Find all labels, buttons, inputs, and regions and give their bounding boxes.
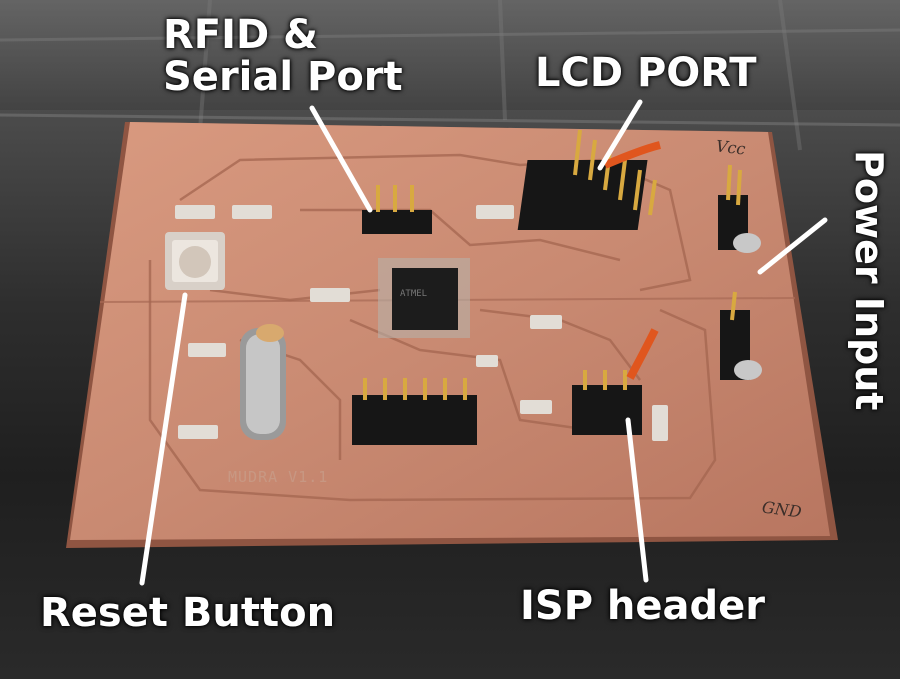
reset-button-label: Reset Button — [40, 590, 336, 636]
vcc-handwritten: Vcc — [715, 136, 747, 159]
bottom-header-part — [352, 378, 477, 445]
svg-text:ATMEL: ATMEL — [400, 289, 427, 299]
pointer-isp — [625, 417, 649, 583]
board-silkscreen: MUDRA V1.1 — [228, 468, 329, 486]
isp-header-label: ISP header — [520, 583, 766, 629]
reset-button-part — [165, 232, 225, 290]
pointer-rfid — [309, 105, 373, 213]
lcd-port-label: LCD PORT — [535, 50, 757, 96]
background-tiles — [0, 0, 900, 151]
microcontroller-part: ATMEL — [378, 258, 470, 338]
pointer-lcd — [597, 99, 643, 171]
rfid-header-part — [362, 185, 432, 234]
rfid-label-line1: RFID & — [163, 12, 319, 58]
pointer-reset — [139, 292, 188, 586]
power-input-label: Power Input — [847, 150, 891, 411]
crystal-part — [240, 324, 286, 440]
rfid-serial-label: RFID & Serial Port — [163, 14, 403, 98]
pointer-lines — [139, 99, 828, 586]
lcd-header-part — [517, 129, 661, 230]
rfid-label-line2: Serial Port — [163, 54, 403, 100]
power-header-part — [718, 164, 762, 380]
pointer-power — [757, 217, 828, 275]
smd-components — [175, 205, 668, 441]
